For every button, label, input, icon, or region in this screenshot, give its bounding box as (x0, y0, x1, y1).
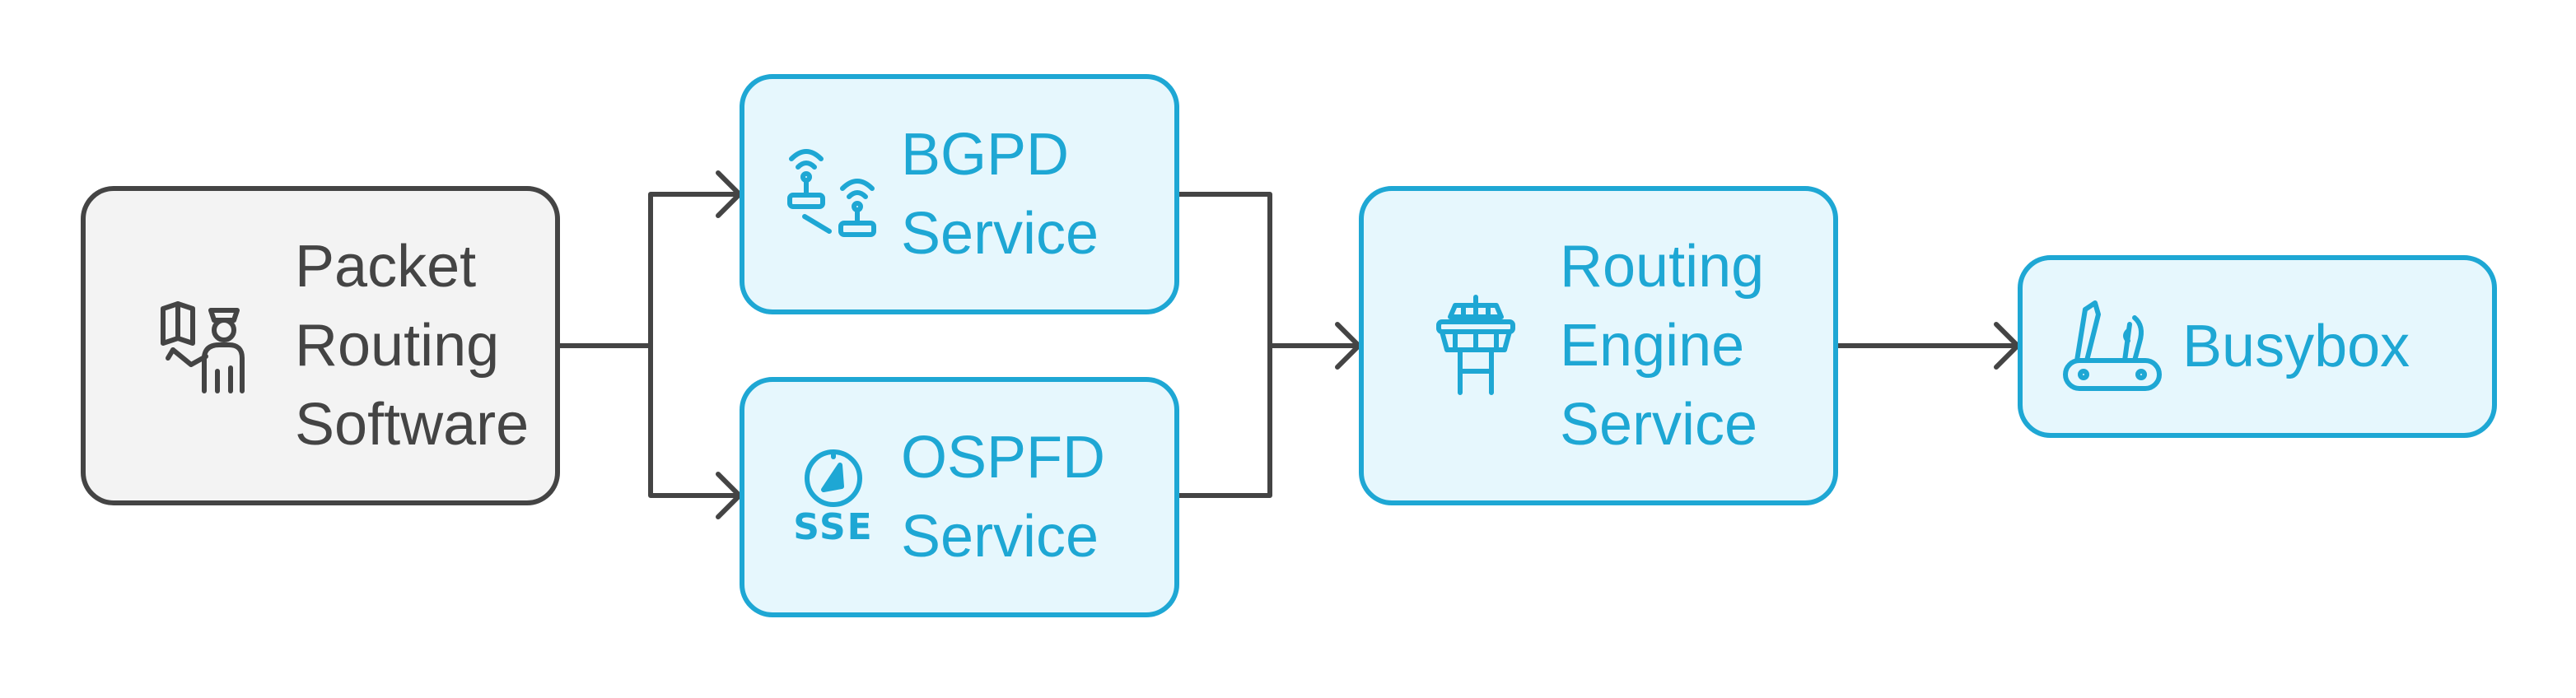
guide-with-map-icon (124, 292, 288, 399)
label-line: Busybox (2182, 314, 2410, 379)
edge-bgpd-to-engine (1177, 192, 1272, 498)
label-line: Routing (295, 313, 500, 379)
node-routing-engine-service: Routing Engine Service (1359, 186, 1838, 505)
sse-compass-icon: SSE (776, 447, 891, 547)
node-busybox: Busybox (2018, 255, 2497, 438)
control-tower-icon (1410, 292, 1542, 399)
node-label: Busybox (2182, 307, 2410, 386)
node-label: Routing Engine Service (1560, 227, 1764, 464)
label-line: OSPFD (901, 425, 1106, 491)
node-packet-routing-software: Packet Routing Software (81, 186, 560, 505)
node-ospfd-service: SSE OSPFD Service (740, 377, 1179, 617)
label-line: Packet (295, 234, 477, 300)
node-label: Packet Routing Software (295, 227, 529, 464)
node-bgpd-service: BGPD Service (740, 74, 1179, 314)
label-line: Service (1560, 392, 1758, 458)
wireless-router-icon (776, 141, 891, 248)
label-line: Service (901, 201, 1099, 267)
edge-packet-to-bgpd (558, 192, 742, 348)
node-label: BGPD Service (901, 115, 1099, 273)
edge-packet-to-ospfd (648, 343, 742, 498)
label-line: Service (901, 504, 1099, 570)
sse-label: SSE (793, 506, 874, 548)
label-line: Software (295, 392, 530, 458)
label-line: Engine (1560, 313, 1745, 379)
label-line: BGPD (901, 122, 1070, 188)
multitool-knife-icon (2059, 293, 2166, 400)
node-label: OSPFD Service (901, 418, 1105, 576)
label-line: Routing (1560, 234, 1765, 300)
